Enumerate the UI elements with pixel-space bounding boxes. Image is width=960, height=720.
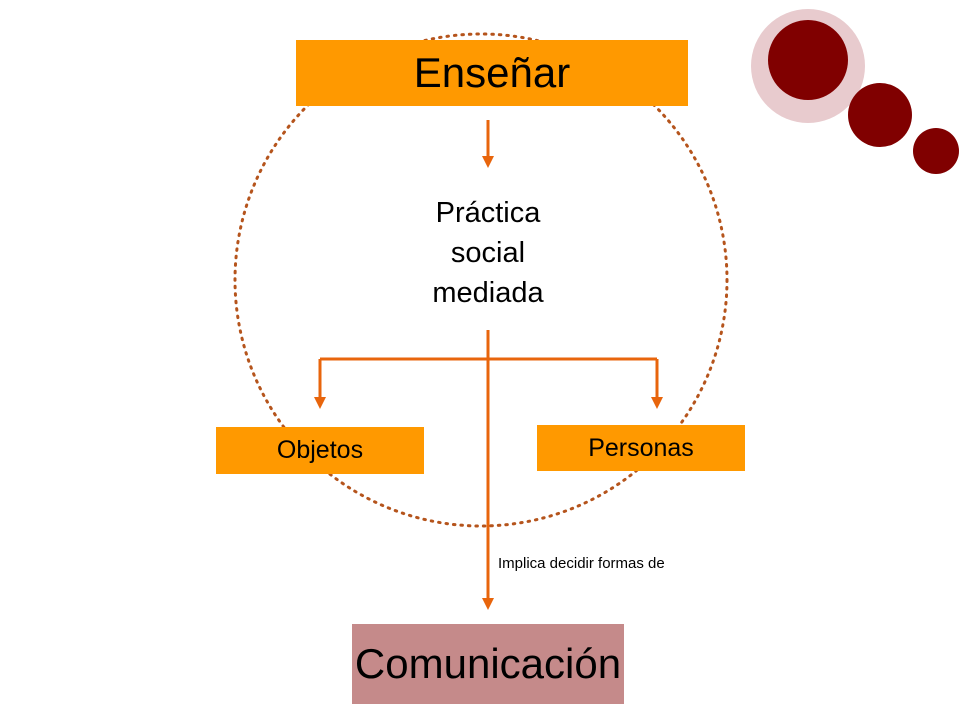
red-circles-logo-icon	[751, 9, 959, 174]
node-ensenar: Enseñar	[296, 40, 688, 106]
node-comunicacion-label: Comunicación	[354, 640, 622, 687]
dotted-cycle-circle	[233, 32, 729, 528]
central-line-3: mediada	[432, 277, 544, 309]
central-line-2: social	[450, 237, 526, 269]
node-objetos: Objetos	[216, 427, 424, 474]
node-personas: Personas	[537, 425, 745, 471]
node-objetos-label: Objetos	[276, 436, 364, 464]
node-ensenar-label: Enseñar	[413, 49, 571, 96]
node-comunicacion: Comunicación	[352, 624, 624, 704]
edge-label-implica: Implica decidir formas de	[498, 555, 665, 572]
node-practica-social-mediada: Práctica social mediada	[380, 193, 596, 313]
central-line-1: Práctica	[435, 197, 541, 229]
node-personas-label: Personas	[588, 433, 694, 462]
